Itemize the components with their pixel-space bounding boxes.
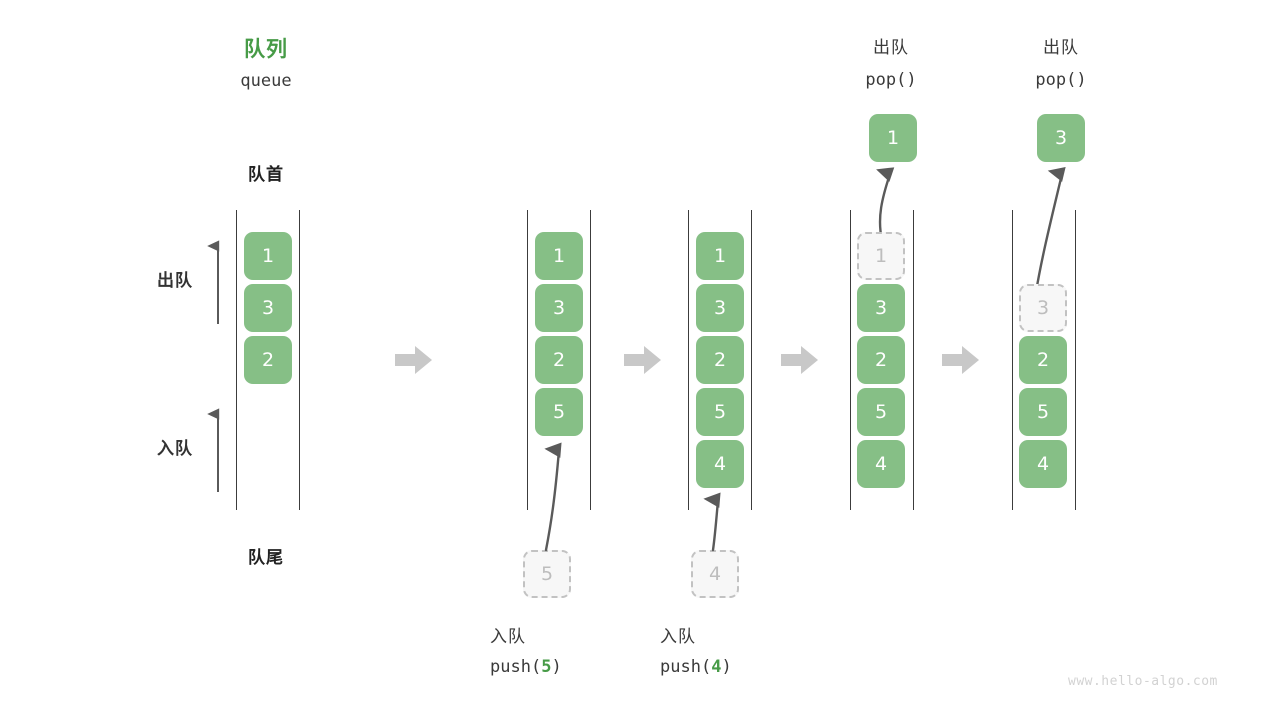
queue-cell: 2 bbox=[244, 336, 292, 384]
push-caption-code: push(4) bbox=[660, 657, 820, 677]
queue-cell: 5 bbox=[696, 388, 744, 436]
separator-right-block-arrow-icon bbox=[942, 346, 979, 374]
push-caption-suffix: ) bbox=[721, 657, 732, 677]
queue-title-cn: 队列 bbox=[244, 37, 288, 61]
pop-header-code: pop() bbox=[1035, 70, 1087, 90]
queue-cell: 5 bbox=[857, 388, 905, 436]
popped-cell: 3 bbox=[1037, 114, 1085, 162]
queue-cell: 3 bbox=[857, 284, 905, 332]
removed-ghost-cell: 1 bbox=[857, 232, 905, 280]
queue-rail-right bbox=[1075, 210, 1076, 510]
push-caption-cn: 入队 bbox=[490, 627, 526, 647]
queue-cell: 3 bbox=[535, 284, 583, 332]
site-watermark: www.hello-algo.com bbox=[1068, 674, 1218, 689]
enqueue-direction-label: 入队 bbox=[157, 439, 193, 459]
separator-right-block-arrow-icon bbox=[781, 346, 818, 374]
queue-cell: 1 bbox=[535, 232, 583, 280]
popped-cell: 1 bbox=[869, 114, 917, 162]
dequeue-direction-label: 出队 bbox=[157, 271, 193, 291]
incoming-ghost-cell: 4 bbox=[691, 550, 739, 598]
queue-rail-right bbox=[299, 210, 300, 510]
separator-right-block-arrow-icon bbox=[395, 346, 432, 374]
enqueue-direction-up-arrow-icon bbox=[207, 408, 220, 492]
queue-cell: 5 bbox=[1019, 388, 1067, 436]
push-caption-value: 5 bbox=[541, 657, 552, 677]
queue-cell: 3 bbox=[244, 284, 292, 332]
queue-title-en: queue bbox=[240, 71, 292, 91]
queue-cell: 4 bbox=[857, 440, 905, 488]
queue-cell: 1 bbox=[244, 232, 292, 280]
push-caption-prefix: push( bbox=[490, 657, 542, 677]
push-caption-prefix: push( bbox=[660, 657, 712, 677]
removed-ghost-cell: 3 bbox=[1019, 284, 1067, 332]
pop-header-cn: 出队 bbox=[1043, 38, 1079, 58]
queue-rail-left bbox=[1012, 210, 1013, 510]
push-caption-cn: 入队 bbox=[660, 627, 696, 647]
queue-cell: 2 bbox=[1019, 336, 1067, 384]
queue-rear-label: 队尾 bbox=[248, 548, 284, 568]
queue-cell: 1 bbox=[696, 232, 744, 280]
queue-cell: 4 bbox=[696, 440, 744, 488]
queue-front-label: 队首 bbox=[248, 165, 284, 185]
queue-rail-right bbox=[751, 210, 752, 510]
push-caption-value: 4 bbox=[711, 657, 722, 677]
queue-cell: 5 bbox=[535, 388, 583, 436]
queue-rail-left bbox=[527, 210, 528, 510]
queue-cell: 2 bbox=[535, 336, 583, 384]
queue-rail-left bbox=[688, 210, 689, 510]
queue-cell: 4 bbox=[1019, 440, 1067, 488]
push-motion-arrow-icon bbox=[703, 492, 721, 552]
push-motion-arrow-icon bbox=[544, 442, 562, 552]
queue-rail-right bbox=[590, 210, 591, 510]
queue-rail-right bbox=[913, 210, 914, 510]
queue-cell: 3 bbox=[696, 284, 744, 332]
separator-right-block-arrow-icon bbox=[624, 346, 661, 374]
push-caption-suffix: ) bbox=[551, 657, 562, 677]
queue-rail-left bbox=[850, 210, 851, 510]
pop-motion-arrow-icon bbox=[1034, 166, 1066, 294]
pop-header-cn: 出队 bbox=[873, 38, 909, 58]
queue-cell: 2 bbox=[857, 336, 905, 384]
queue-cell: 2 bbox=[696, 336, 744, 384]
pop-header-code: pop() bbox=[865, 70, 917, 90]
dequeue-direction-up-arrow-icon bbox=[207, 240, 220, 324]
push-caption-code: push(5) bbox=[490, 657, 650, 677]
queue-rail-left bbox=[236, 210, 237, 510]
incoming-ghost-cell: 5 bbox=[523, 550, 571, 598]
